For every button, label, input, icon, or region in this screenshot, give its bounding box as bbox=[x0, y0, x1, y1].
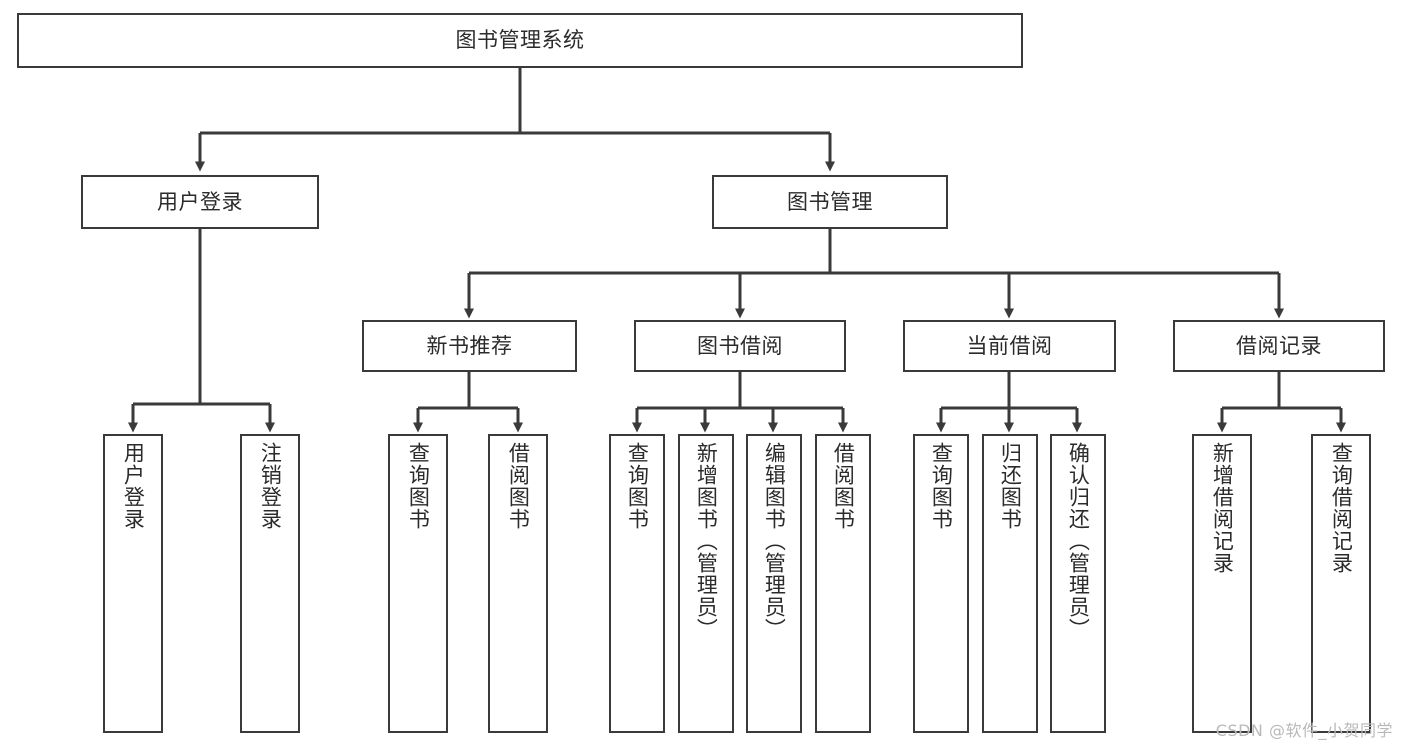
leaf-query-book-current[interactable]: 查询图书 bbox=[913, 434, 969, 733]
leaf-query-book-borrow-label: 查询图书 bbox=[625, 442, 650, 530]
node-borrow-record-label: 借阅记录 bbox=[1236, 333, 1322, 358]
node-book-management[interactable]: 图书管理 bbox=[712, 175, 948, 229]
leaf-add-book-label: 新增图书（管理员） bbox=[694, 442, 719, 640]
leaf-user-login[interactable]: 用户登录 bbox=[103, 434, 163, 733]
node-book-management-label: 图书管理 bbox=[787, 189, 873, 214]
node-book-borrow[interactable]: 图书借阅 bbox=[634, 320, 846, 372]
leaf-query-book-current-label: 查询图书 bbox=[929, 442, 954, 530]
node-root-system[interactable]: 图书管理系统 bbox=[17, 13, 1023, 68]
leaf-add-book[interactable]: 新增图书（管理员） bbox=[678, 434, 734, 733]
node-current-borrow[interactable]: 当前借阅 bbox=[903, 320, 1116, 372]
node-book-borrow-label: 图书借阅 bbox=[697, 333, 783, 358]
leaf-query-book-borrow[interactable]: 查询图书 bbox=[609, 434, 665, 733]
leaf-logout[interactable]: 注销登录 bbox=[240, 434, 300, 733]
leaf-query-book-new[interactable]: 查询图书 bbox=[388, 434, 448, 733]
node-borrow-record[interactable]: 借阅记录 bbox=[1173, 320, 1385, 372]
leaf-borrow-book[interactable]: 借阅图书 bbox=[815, 434, 871, 733]
leaf-borrow-book-new[interactable]: 借阅图书 bbox=[488, 434, 548, 733]
node-user-login[interactable]: 用户登录 bbox=[81, 175, 319, 229]
leaf-add-borrow-record-label: 新增借阅记录 bbox=[1210, 442, 1235, 574]
node-current-borrow-label: 当前借阅 bbox=[966, 333, 1053, 358]
leaf-edit-book[interactable]: 编辑图书（管理员） bbox=[746, 434, 802, 733]
leaf-query-borrow-record[interactable]: 查询借阅记录 bbox=[1311, 434, 1371, 733]
leaf-user-login-label: 用户登录 bbox=[121, 442, 146, 530]
leaf-confirm-return-label: 确认归还（管理员） bbox=[1066, 442, 1091, 640]
leaf-return-book[interactable]: 归还图书 bbox=[982, 434, 1038, 733]
leaf-return-book-label: 归还图书 bbox=[998, 442, 1023, 530]
node-user-login-label: 用户登录 bbox=[157, 189, 243, 214]
leaf-query-borrow-record-label: 查询借阅记录 bbox=[1329, 442, 1354, 574]
leaf-borrow-book-new-label: 借阅图书 bbox=[506, 442, 531, 530]
leaf-borrow-book-label: 借阅图书 bbox=[831, 442, 856, 530]
node-root-label: 图书管理系统 bbox=[455, 28, 585, 53]
leaf-query-book-new-label: 查询图书 bbox=[406, 442, 431, 530]
node-new-book-recommend[interactable]: 新书推荐 bbox=[362, 320, 577, 372]
node-new-book-recommend-label: 新书推荐 bbox=[426, 333, 513, 358]
leaf-logout-label: 注销登录 bbox=[258, 442, 283, 530]
leaf-confirm-return[interactable]: 确认归还（管理员） bbox=[1050, 434, 1106, 733]
leaf-add-borrow-record[interactable]: 新增借阅记录 bbox=[1192, 434, 1252, 733]
leaf-edit-book-label: 编辑图书（管理员） bbox=[762, 442, 787, 640]
